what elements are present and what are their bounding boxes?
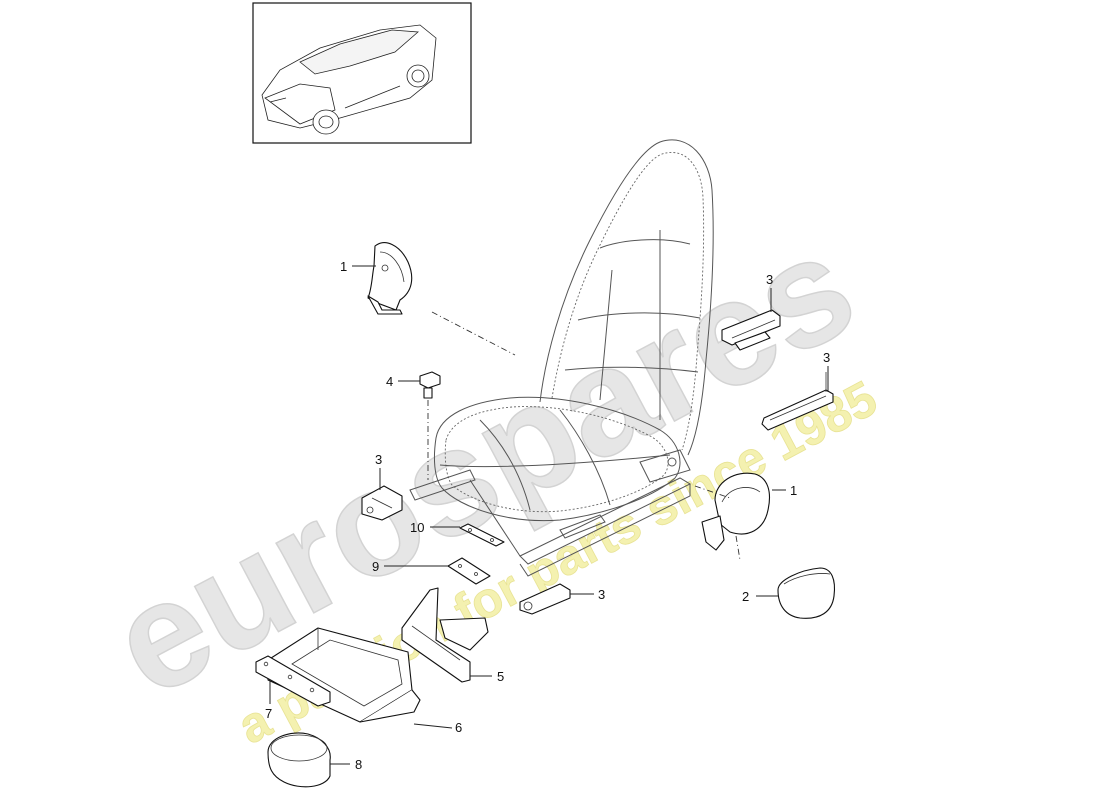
part-3-trim-upper-right [721, 309, 781, 351]
callout-2: 2 [742, 589, 749, 604]
callout-3-bottom: 3 [598, 587, 605, 602]
callout-5: 5 [497, 669, 504, 684]
vehicle-thumbnail [252, 2, 472, 144]
callout-10: 10 [410, 520, 424, 535]
callout-6: 6 [455, 720, 462, 735]
car-icon [261, 24, 437, 135]
callout-8: 8 [355, 757, 362, 772]
callout-1-right: 1 [790, 483, 797, 498]
callout-3-left: 3 [375, 452, 382, 467]
part-10-plate [459, 523, 505, 547]
part-9-plate [447, 557, 491, 585]
part-1-side-cover-left [367, 242, 413, 315]
part-6-tray [267, 627, 421, 723]
part-1-side-cover-right [701, 472, 771, 551]
part-8-ring [267, 732, 331, 788]
part-5-bracket [401, 587, 489, 683]
callout-3-upper-right: 3 [766, 272, 773, 287]
dashline-part-1-right-a [694, 485, 731, 499]
callout-1-left: 1 [340, 259, 347, 274]
dashline-part-1-left [431, 311, 516, 356]
callout-lines [269, 265, 829, 765]
seat-outline [409, 139, 714, 577]
callout-9: 9 [372, 559, 379, 574]
callout-labels: 1 1 2 3 3 3 3 4 5 6 7 8 9 10 [265, 259, 830, 772]
callout-4: 4 [386, 374, 393, 389]
callout-3-right: 3 [823, 350, 830, 365]
part-3-trim-left [361, 485, 403, 521]
dashline-part-1-right-b [735, 535, 741, 561]
part-7-strip [255, 655, 331, 707]
part-4-bolt [419, 371, 441, 399]
callout-7: 7 [265, 706, 272, 721]
part-2-cap [777, 567, 836, 619]
part-3-trim-right [761, 372, 834, 431]
part-3-trim-bottom [519, 583, 571, 615]
